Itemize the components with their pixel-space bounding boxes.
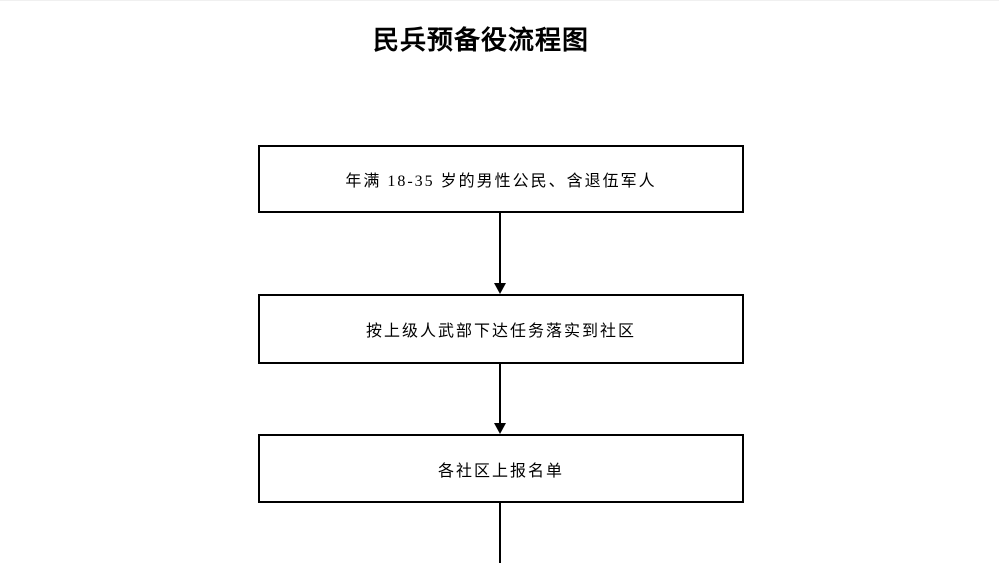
flow-node-report-list: 各社区上报名单 <box>258 434 744 503</box>
connector-line-3 <box>499 503 501 563</box>
flow-node-eligibility: 年满 18-35 岁的男性公民、含退伍军人 <box>258 145 744 213</box>
flow-node-label: 各社区上报名单 <box>437 462 564 480</box>
flow-node-task-assignment: 按上级人武部下达任务落实到社区 <box>258 294 744 364</box>
connector-line-2 <box>499 364 501 423</box>
connector-line-1 <box>499 213 501 283</box>
arrowhead-down-icon <box>494 423 506 434</box>
flow-node-label: 按上级人武部下达任务落实到社区 <box>365 323 636 340</box>
arrowhead-down-icon <box>494 283 506 294</box>
page-title: 民兵预备役流程图 <box>372 25 589 55</box>
flow-node-label: 年满 18-35 岁的男性公民、含退伍军人 <box>345 173 657 190</box>
